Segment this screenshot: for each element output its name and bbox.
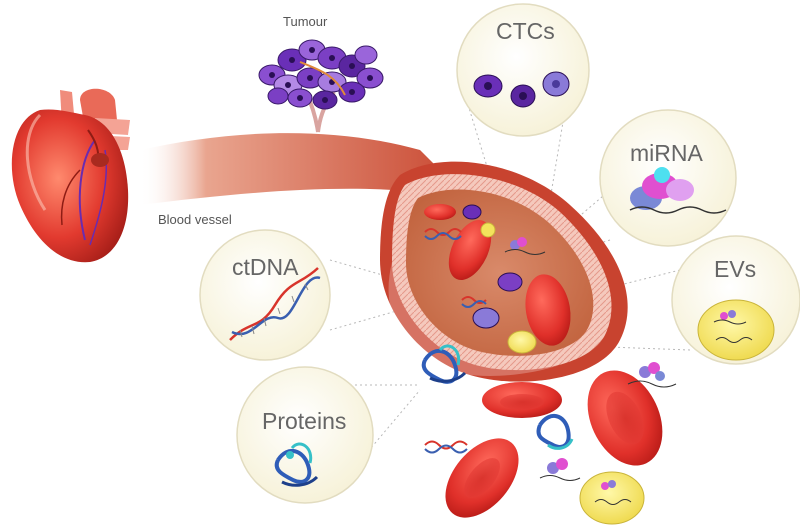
proteins-bubble xyxy=(236,366,374,504)
ctdna-bubble xyxy=(199,229,331,361)
proteins-label: Proteins xyxy=(262,408,347,434)
free-protein xyxy=(536,414,574,450)
blood-vessel-tube xyxy=(140,133,470,205)
mirna-bubble xyxy=(599,109,737,247)
evs-label: EVs xyxy=(714,256,757,282)
heart-icon xyxy=(11,88,130,263)
ctdna-label: ctDNA xyxy=(232,254,299,280)
free-red-blood-cells xyxy=(445,370,663,518)
evs-bubble xyxy=(671,235,800,365)
free-ev xyxy=(579,471,645,525)
tumour-icon xyxy=(258,39,384,133)
tumour-label: Tumour xyxy=(283,14,328,29)
ctcs-label: CTCs xyxy=(496,18,555,44)
mirna-label: miRNA xyxy=(630,140,703,166)
blood-vessel-label: Blood vessel xyxy=(158,212,232,227)
ctcs-bubble xyxy=(456,3,590,137)
free-mirna xyxy=(539,362,677,481)
protein-icon-vessel xyxy=(421,344,467,384)
free-dna xyxy=(424,440,468,454)
vessel-cross-section xyxy=(380,161,628,382)
